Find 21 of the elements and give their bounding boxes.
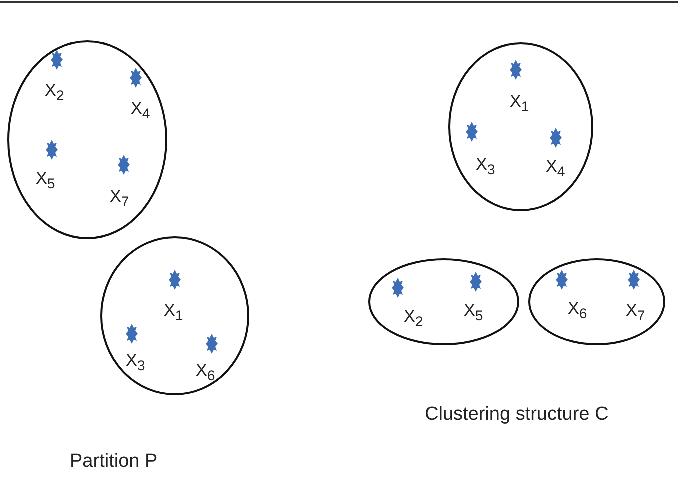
point-label: X$_{2}$ xyxy=(404,308,424,330)
point-label: X$_{7}$ xyxy=(110,188,130,210)
point-label: X$_{3}$ xyxy=(476,156,496,178)
cluster-ellipse xyxy=(7,40,168,240)
point-label: X$_{3}$ xyxy=(126,352,146,374)
point-label: X$_{4}$ xyxy=(546,158,566,180)
caption-text: Partition P xyxy=(70,452,158,471)
point-label: X$_{4}$ xyxy=(131,100,150,122)
point-label: X$_{1}$ xyxy=(164,302,184,324)
cluster-ellipse xyxy=(448,42,594,212)
caption-text: Clustering structure C xyxy=(425,405,609,424)
point-label: X$_{5}$ xyxy=(36,170,56,192)
cluster-ellipse xyxy=(368,258,520,346)
cluster-ellipse xyxy=(528,258,666,346)
point-label: X$_{6}$ xyxy=(196,362,216,384)
cluster-ellipse xyxy=(100,236,250,396)
point-label: X$_{1}$ xyxy=(510,93,530,115)
point-label: X$_{5}$ xyxy=(464,302,484,324)
point-label: X$_{7}$ xyxy=(626,302,646,324)
point-label: X$_{6}$ xyxy=(568,300,588,322)
point-label: X$_{2}$ xyxy=(45,82,64,104)
